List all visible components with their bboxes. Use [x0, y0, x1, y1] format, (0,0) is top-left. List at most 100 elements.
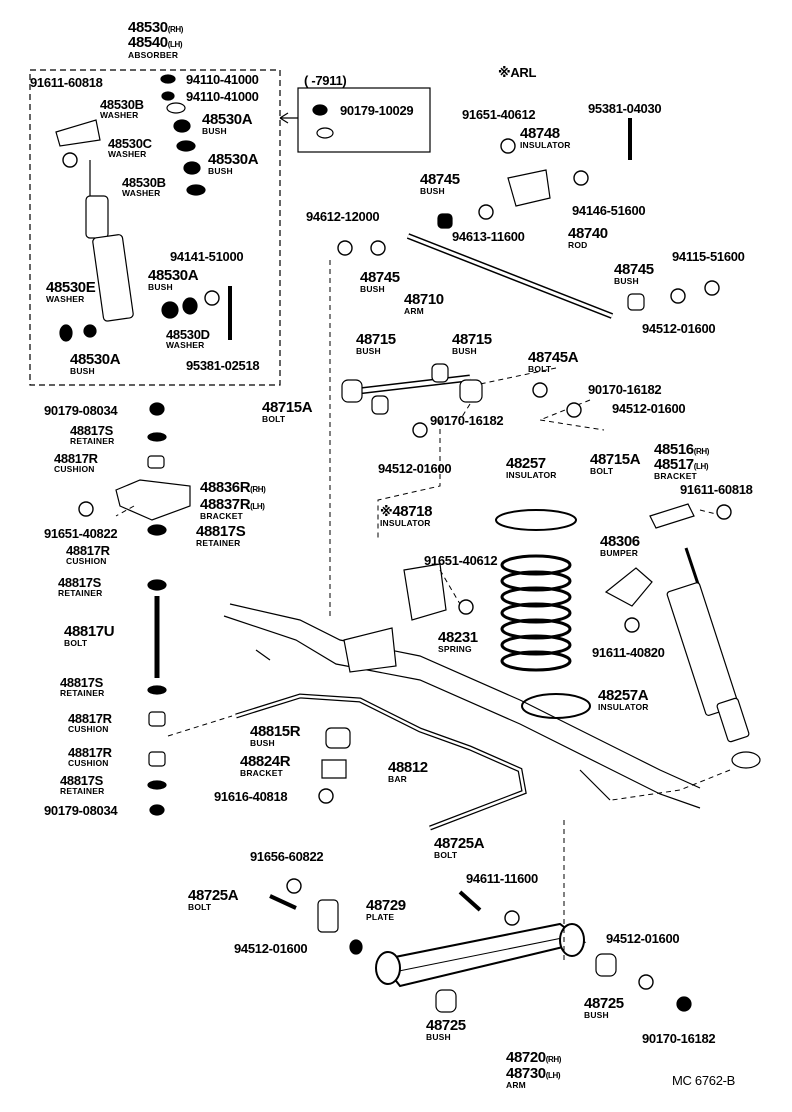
arl-note: ※ARL: [498, 65, 537, 80]
legend-code: 90179-10029: [340, 103, 414, 118]
part-label: 91611-60818: [30, 75, 103, 90]
bracket-48516: [649, 503, 695, 529]
part-label: 48730(LH)ARM: [506, 1065, 561, 1090]
shock-absorber-right: [666, 547, 761, 769]
axle-housing: [223, 563, 701, 809]
part-label: 48720(RH): [506, 1049, 562, 1066]
part-label: 91616-40818: [214, 789, 288, 804]
absorber-group-box: [29, 69, 281, 386]
part-label: 94512-01600: [612, 401, 686, 416]
lh-suffix: (LH): [167, 40, 183, 49]
part-label: 91651-40612: [462, 107, 536, 122]
part-label: 48837R(LH)BRACKET: [200, 496, 265, 521]
absorber-name: ABSORBER: [128, 50, 179, 60]
part-label: 94512-01600: [234, 941, 308, 956]
figure-code: MC 6762-B: [672, 1073, 736, 1088]
part-label: 90179-08034: [44, 803, 118, 818]
part-label: 95381-02518: [186, 358, 260, 373]
bumper-48306: [604, 567, 653, 607]
part-label: 94612-12000: [306, 209, 380, 224]
part-label: 94110-41000: [186, 72, 259, 87]
part-label: 90170-16182: [430, 413, 504, 428]
left-stack: [115, 402, 191, 816]
markers: [62, 138, 732, 990]
absorber-parts-left: [55, 119, 134, 342]
part-label: 48516(RH): [654, 441, 710, 458]
legend-arrow: [279, 112, 298, 124]
part-label: 94512-01600: [642, 321, 716, 336]
lower-arm-48720: [378, 922, 587, 988]
part-label: 91651-40612: [424, 553, 498, 568]
part-label: 48836R(RH): [200, 479, 266, 496]
part-label: 95381-04030: [588, 101, 662, 116]
legend-parts: [312, 104, 334, 139]
part-label: 94110-41000: [186, 89, 259, 104]
part-label: 94146-51600: [572, 203, 646, 218]
part-label: 91651-40822: [44, 526, 118, 541]
part-label: 94512-01600: [378, 461, 452, 476]
coil-spring-48231: [495, 509, 591, 719]
insulator-48748: [507, 169, 551, 207]
part-label: 90170-16182: [642, 1031, 716, 1046]
absorber-rh-number: 48530(RH): [128, 19, 184, 36]
rh-suffix: (RH): [167, 25, 184, 34]
part-label: 94115-51600: [672, 249, 745, 264]
part-label: 94512-01600: [606, 931, 680, 946]
absorber-lh-number: 48540(LH): [128, 34, 183, 51]
part-label: 91611-40820: [592, 645, 665, 660]
part-label: 90170-16182: [588, 382, 662, 397]
part-label: 94613-11600: [452, 229, 525, 244]
legend-range: ( -7911): [304, 73, 347, 88]
part-label: 91656-60822: [250, 849, 324, 864]
part-label: 90179-08034: [44, 403, 118, 418]
legend-box: [297, 87, 431, 153]
leader-lines: [115, 260, 731, 960]
absorber-parts-right: [160, 74, 232, 340]
part-label: 48517(LH)BRACKET: [654, 456, 709, 481]
part-label: 94141-51000: [170, 249, 244, 264]
